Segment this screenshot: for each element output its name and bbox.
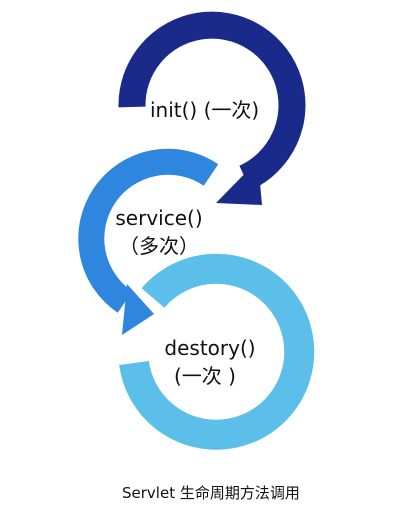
service-label-line1: service()	[115, 206, 203, 230]
destroy-arc	[119, 253, 315, 450]
init-label-text: init() (一次)	[150, 98, 260, 122]
init-arc	[118, 11, 306, 191]
service-arrowhead	[122, 284, 154, 335]
init-label: init() (一次)	[150, 98, 259, 122]
destroy-label: destory() (一次 )	[160, 336, 260, 388]
service-label-line2: （多次）	[119, 234, 199, 258]
init-arrowhead	[216, 160, 262, 205]
diagram-caption: Servlet 生命周期方法调用	[122, 484, 300, 502]
service-arc	[78, 148, 219, 313]
destroy-label-line2: (一次 )	[174, 364, 236, 388]
service-label: service() （多次）	[104, 206, 214, 258]
destroy-label-line1: destory()	[164, 336, 256, 360]
